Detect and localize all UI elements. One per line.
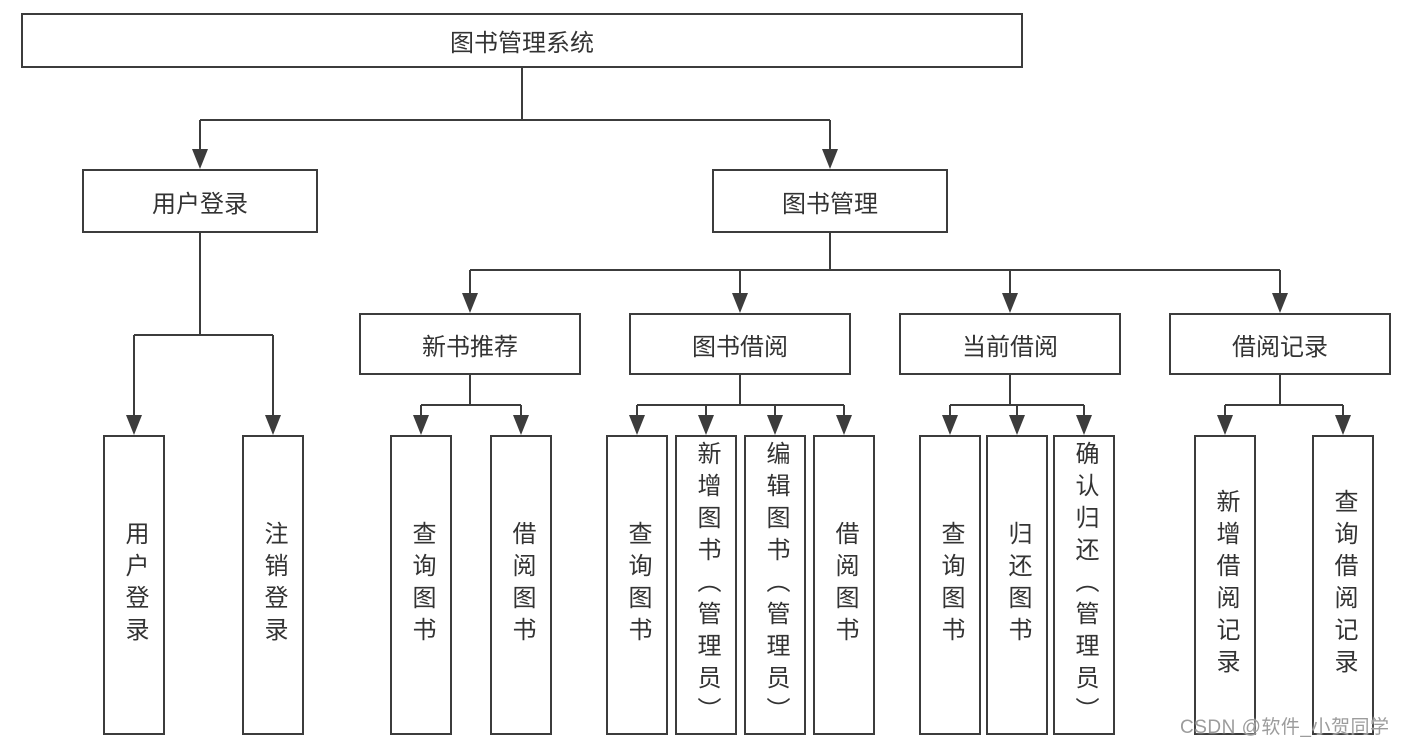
node-root-system: 图书管理系统 (21, 13, 1023, 68)
node-book-borrow: 图书借阅 (629, 313, 851, 375)
leaf-user-login-label: 用户登录 (121, 521, 148, 649)
node-user-login: 用户登录 (82, 169, 318, 233)
leaf-add-books-admin: 新增图书（管理员） (675, 435, 737, 735)
connector-current-borrow-group (942, 375, 1092, 435)
leaf-add-borrow-record-label: 新增借阅记录 (1212, 489, 1239, 681)
node-root-system-label: 图书管理系统 (450, 30, 594, 57)
connector-book-borrow-group (629, 375, 852, 435)
leaf-query-books-borrow: 查询图书 (606, 435, 668, 735)
connector-new-book-recommend-group (413, 375, 529, 435)
leaf-confirm-return-admin: 确认归还（管理员） (1053, 435, 1115, 735)
leaf-query-books-current-label: 查询图书 (937, 521, 964, 649)
leaf-add-borrow-record: 新增借阅记录 (1194, 435, 1256, 735)
node-borrow-records-label: 借阅记录 (1232, 333, 1328, 361)
connector-user-login-branch (126, 233, 281, 435)
connector-book-management-branch (462, 233, 1288, 313)
leaf-logout: 注销登录 (242, 435, 304, 735)
leaf-query-books-borrow-label: 查询图书 (624, 521, 651, 649)
node-current-borrow: 当前借阅 (899, 313, 1121, 375)
node-current-borrow-label: 当前借阅 (962, 333, 1058, 361)
node-book-management-label: 图书管理 (782, 190, 878, 218)
node-user-login-label: 用户登录 (152, 190, 248, 218)
leaf-return-books-label: 归还图书 (1004, 521, 1031, 649)
leaf-borrow-books-recommend-label: 借阅图书 (508, 521, 535, 649)
node-new-book-recommend-label: 新书推荐 (422, 333, 518, 361)
leaf-query-borrow-record: 查询借阅记录 (1312, 435, 1374, 735)
node-book-borrow-label: 图书借阅 (692, 333, 788, 361)
node-new-book-recommend: 新书推荐 (359, 313, 581, 375)
leaf-logout-label: 注销登录 (260, 521, 287, 649)
leaf-query-books-current: 查询图书 (919, 435, 981, 735)
leaf-return-books: 归还图书 (986, 435, 1048, 735)
leaf-query-borrow-record-label: 查询借阅记录 (1330, 489, 1357, 681)
leaf-query-books-recommend-label: 查询图书 (408, 521, 435, 649)
node-book-management: 图书管理 (712, 169, 948, 233)
leaf-edit-books-admin-label: 编辑图书（管理员） (762, 441, 789, 729)
leaf-user-login: 用户登录 (103, 435, 165, 735)
leaf-borrow-books-recommend: 借阅图书 (490, 435, 552, 735)
connector-root-to-level2 (192, 68, 838, 169)
leaf-query-books-recommend: 查询图书 (390, 435, 452, 735)
leaf-edit-books-admin: 编辑图书（管理员） (744, 435, 806, 735)
node-borrow-records: 借阅记录 (1169, 313, 1391, 375)
leaf-confirm-return-admin-label: 确认归还（管理员） (1071, 441, 1098, 729)
csdn-watermark: CSDN @软件_小贺同学 (1180, 717, 1390, 738)
leaf-add-books-admin-label: 新增图书（管理员） (693, 441, 720, 729)
leaf-borrow-books-label: 借阅图书 (831, 521, 858, 649)
leaf-borrow-books: 借阅图书 (813, 435, 875, 735)
connector-borrow-records-group (1217, 375, 1351, 435)
